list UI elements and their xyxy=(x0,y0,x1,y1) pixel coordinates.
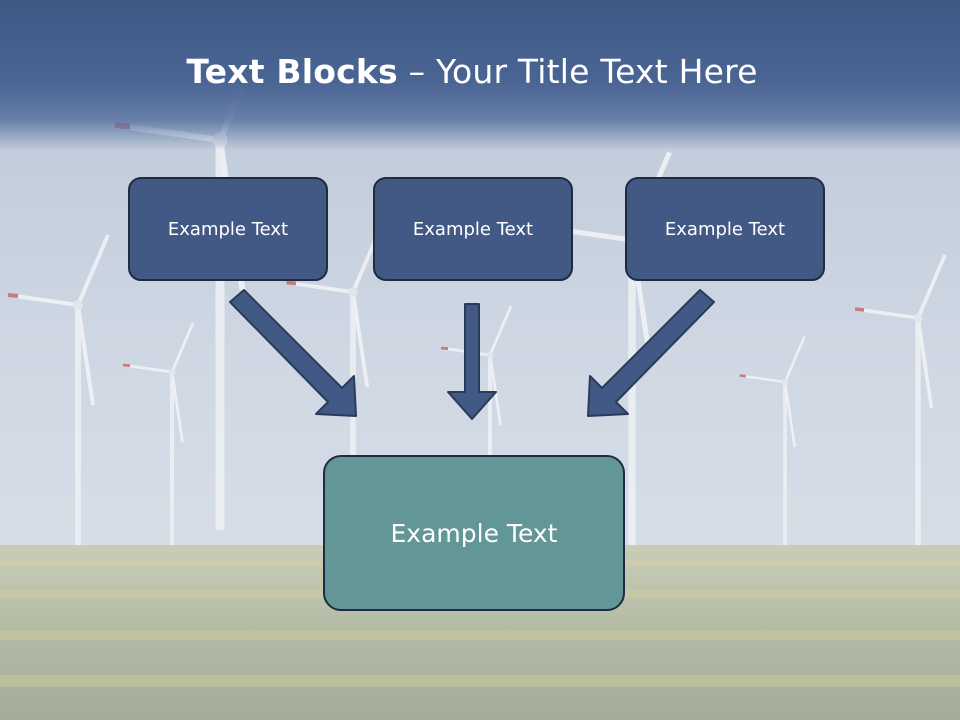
title-bold: Text Blocks xyxy=(186,52,398,91)
text-block-2-label: Example Text xyxy=(412,218,534,240)
title-rest: Your Title Text Here xyxy=(435,52,758,91)
text-block-3[interactable]: Example Text xyxy=(625,177,825,281)
text-block-1-label: Example Text xyxy=(167,218,289,240)
header-band xyxy=(0,0,960,150)
slide-title: Text Blocks – Your Title Text Here xyxy=(0,52,944,91)
arrow-left-icon xyxy=(229,289,357,417)
title-dash: – xyxy=(397,52,436,91)
arrow-center-icon xyxy=(447,303,497,420)
text-block-2[interactable]: Example Text xyxy=(373,177,573,281)
result-block-label: Example Text xyxy=(390,518,558,548)
result-block[interactable]: Example Text xyxy=(323,455,625,611)
text-block-3-label: Example Text xyxy=(664,218,786,240)
arrow-right-icon xyxy=(587,289,715,417)
text-block-1[interactable]: Example Text xyxy=(128,177,328,281)
